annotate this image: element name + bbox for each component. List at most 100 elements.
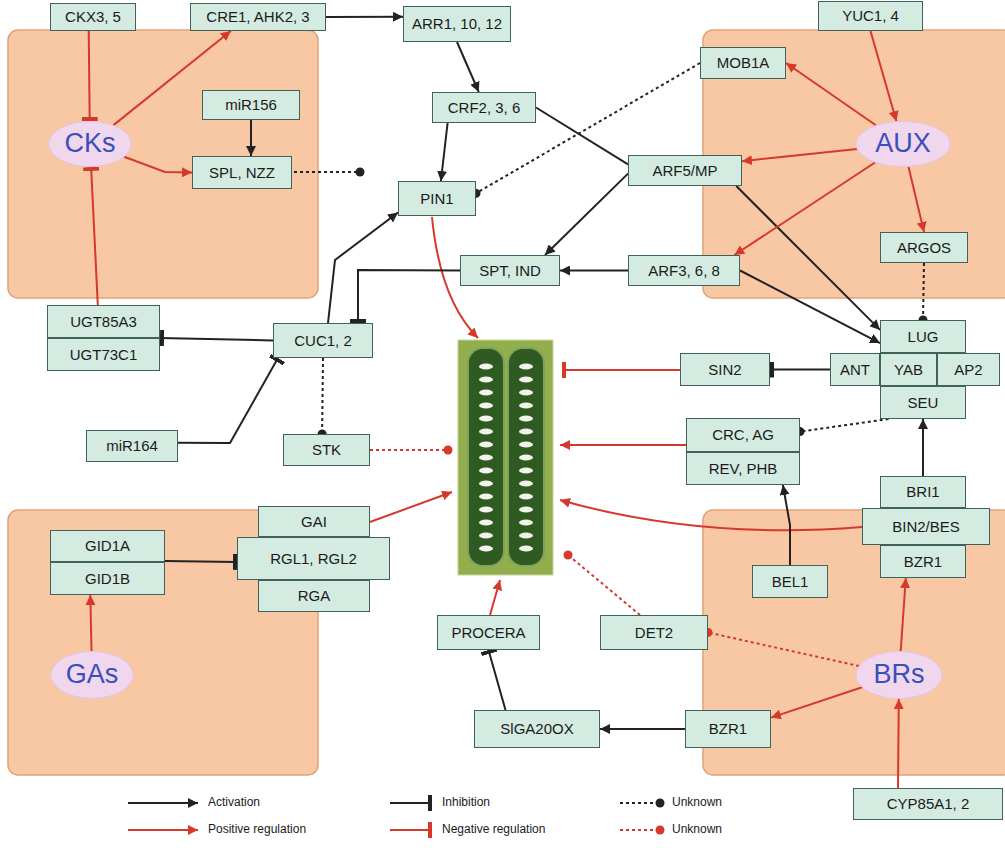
legend-label: Activation	[208, 795, 260, 810]
silique-valve	[508, 348, 544, 566]
inhibition-link	[770, 369, 830, 371]
gene-label: GAI	[301, 513, 327, 530]
gene-label: ARF3, 6, 8	[648, 262, 720, 279]
gene-label: miR156	[225, 96, 277, 113]
hormone-label: BRs	[873, 659, 924, 690]
gene-box: CUC1, 2	[273, 323, 373, 358]
gene-label: REV, PHB	[709, 460, 778, 477]
negative-link	[562, 369, 680, 371]
gene-box: BIN2/BES	[862, 508, 990, 545]
gene-box: SPT, IND	[460, 255, 560, 286]
activation-link	[600, 728, 685, 730]
activation-link	[90, 595, 91, 651]
gene-label: LUG	[908, 328, 939, 345]
seed-row	[516, 360, 536, 554]
gene-label: SEU	[908, 394, 939, 411]
gene-box: PROCERA	[437, 615, 540, 650]
legend-sample	[390, 802, 432, 804]
unknown-link	[294, 171, 360, 173]
gene-box: CKX3, 5	[50, 3, 136, 31]
gene-box: ARGOS	[880, 232, 968, 263]
activation-link	[545, 174, 628, 255]
legend-label: Positive regulation	[208, 822, 306, 837]
gene-box: AP2	[937, 353, 1000, 386]
gene-box: GID1A	[50, 530, 165, 562]
gene-label: RGA	[298, 587, 331, 604]
ellipse-shape	[856, 121, 950, 166]
gene-label: CKX3, 5	[65, 8, 121, 25]
legend-samples	[128, 803, 660, 830]
gene-box: ARF3, 6, 8	[628, 255, 740, 286]
activation-link	[740, 271, 880, 344]
unknown-link	[321, 358, 324, 434]
gene-box: GID1B	[50, 562, 165, 595]
gene-label: BZR1	[904, 553, 942, 570]
gene-box: SlGA20OX	[474, 710, 600, 748]
silique-valve	[468, 348, 504, 566]
gene-label: miR164	[106, 437, 158, 454]
gene-box: PIN1	[398, 181, 476, 216]
activation-link	[742, 149, 857, 161]
gene-label: BZR1	[709, 720, 747, 737]
gene-label: UGT85A3	[70, 313, 137, 330]
activation-link	[786, 63, 876, 125]
gene-box: BZR1	[685, 710, 771, 748]
legend-label: Inhibition	[442, 795, 490, 810]
hormone-ellipse: AUX	[855, 120, 951, 168]
inhibition-link	[160, 338, 273, 341]
gene-label: YUC1, 4	[842, 7, 899, 24]
gene-box: ARR1, 10, 12	[403, 6, 511, 42]
seed-row	[476, 360, 496, 554]
auxin-panel	[703, 30, 1005, 298]
gene-label: GID1A	[85, 537, 130, 554]
legend-sample	[390, 829, 432, 831]
gene-box: CRC, AG	[686, 418, 800, 452]
gene-box: GAI	[258, 506, 370, 537]
gene-label: ARGOS	[897, 239, 951, 256]
hormone-label: AUX	[875, 128, 931, 159]
gene-box: RGL1, RGL2	[237, 537, 390, 580]
inhibition-link	[91, 167, 98, 305]
cytokinin-panel	[8, 30, 318, 298]
gene-label: BEL1	[772, 573, 809, 590]
activation-link	[897, 699, 900, 788]
gene-label: ANT	[840, 361, 870, 378]
gene-box: miR156	[202, 90, 300, 120]
gene-box: BRI1	[880, 476, 966, 508]
gene-box: LUG	[880, 320, 966, 353]
activation-link	[250, 120, 252, 156]
edge-layer	[89, 17, 924, 788]
inhibition-link	[89, 31, 90, 121]
hormone-ellipse: GAs	[50, 650, 134, 700]
gene-box: UGT73C1	[47, 338, 160, 371]
gene-box: ANT	[830, 353, 880, 386]
gene-label: MOB1A	[717, 54, 770, 71]
gene-label: CYP85A1, 2	[887, 795, 970, 812]
gene-box: DET2	[600, 615, 708, 650]
gene-label: STK	[312, 441, 341, 458]
activation-link	[771, 687, 862, 717]
gene-box: CRF2, 3, 6	[432, 92, 536, 123]
gene-box: RGA	[258, 580, 370, 612]
gene-box: BEL1	[752, 565, 828, 598]
gene-box: CYP85A1, 2	[853, 788, 1003, 820]
activation-link	[783, 485, 790, 565]
gene-label: ARR1, 10, 12	[412, 15, 502, 32]
gene-label: PROCERA	[451, 624, 525, 641]
gene-label: ARF5/MP	[652, 162, 717, 179]
gene-label: RGL1, RGL2	[270, 550, 357, 567]
ellipse-shape	[49, 121, 131, 166]
inhibition-link	[165, 560, 237, 563]
gene-label: BRI1	[906, 483, 939, 500]
unknown-link	[370, 449, 448, 451]
legend-sample	[620, 802, 660, 804]
gene-label: PIN1	[420, 190, 453, 207]
activation-link	[734, 163, 875, 256]
activation-link	[536, 108, 628, 165]
gene-label: AP2	[954, 361, 982, 378]
gene-box: UGT85A3	[47, 305, 160, 338]
unknown-link	[708, 633, 859, 667]
gene-label: CUC1, 2	[294, 332, 352, 349]
gene-label: YAB	[894, 361, 923, 378]
